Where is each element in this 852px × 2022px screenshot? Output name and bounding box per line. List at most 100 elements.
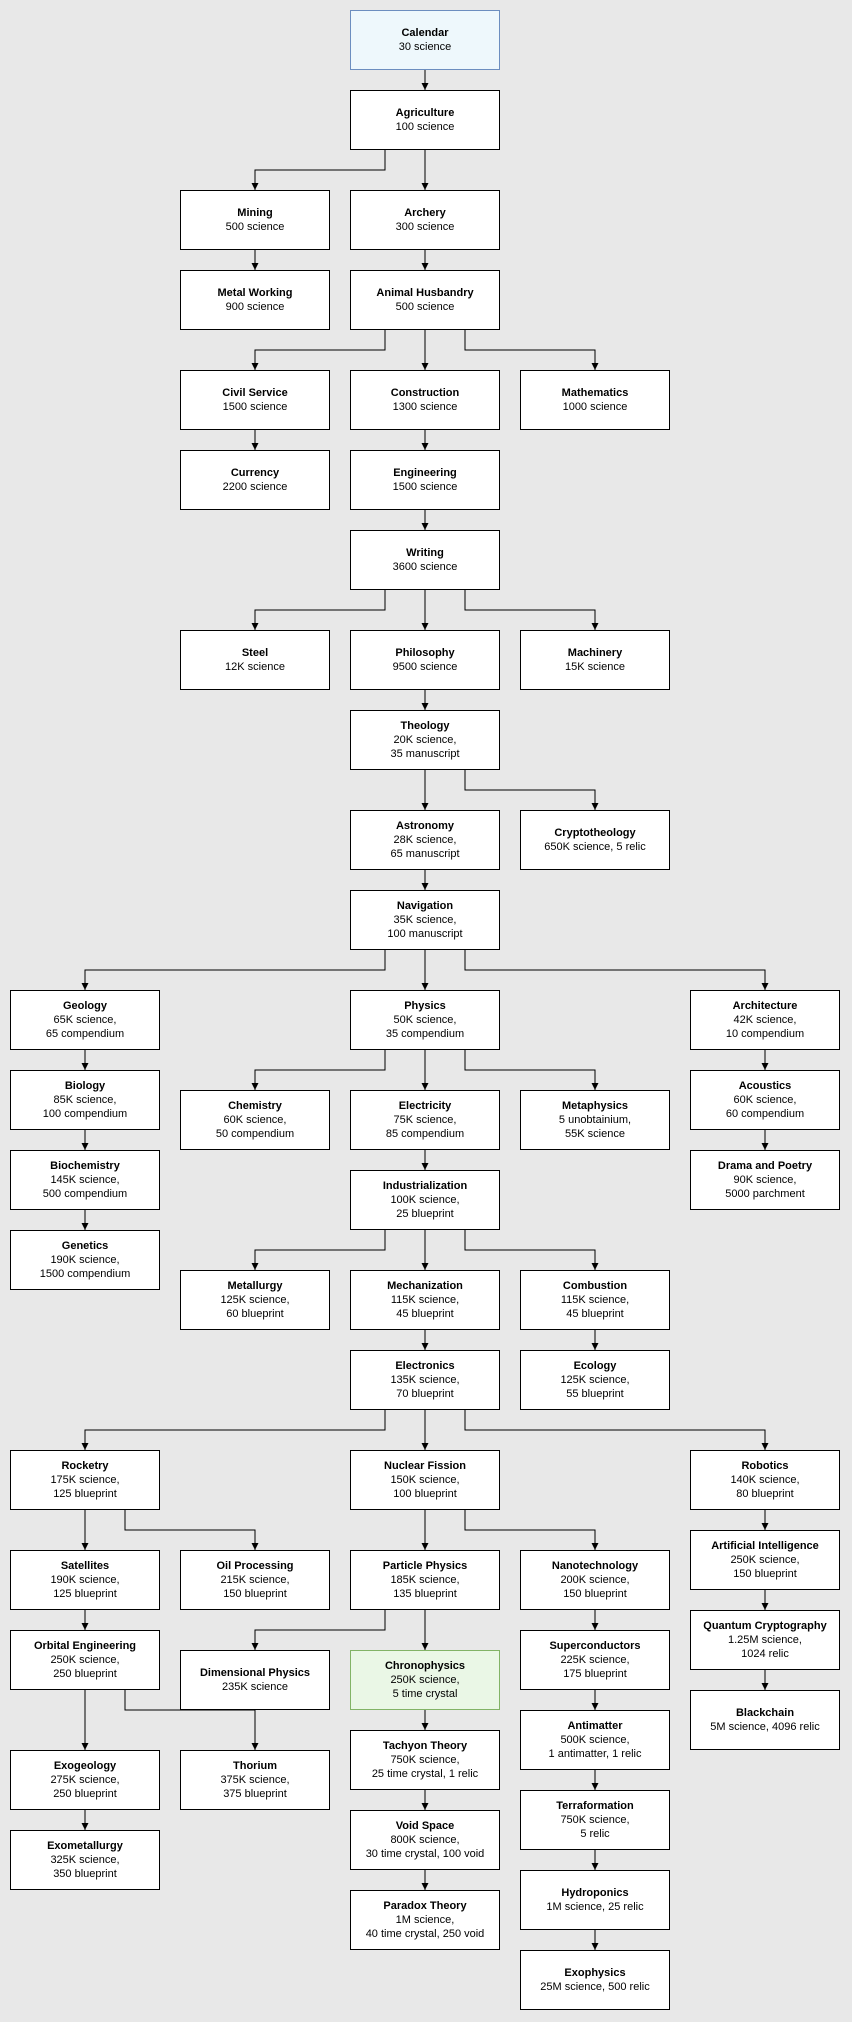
tech-cost: 115K science, [390,1294,460,1306]
tech-name: Ecology [573,1360,617,1372]
tech-cost: 135 blueprint [393,1588,457,1600]
tech-cost: 135K science, [390,1374,460,1386]
tech-cost: 25M science, 500 relic [540,1981,650,1993]
tech-name: Satellites [60,1560,110,1572]
edge-animal-husbandry-to-civil-service [251,330,386,370]
tech-cost: 215K science, [220,1574,290,1586]
tech-cost: 1.25M science, [728,1634,802,1646]
edge-industrialization-to-combustion [464,1230,599,1270]
tech-cost: 45 blueprint [396,1308,454,1320]
tech-cost: 750K science, [560,1814,630,1826]
tech-name: Civil Service [222,387,288,399]
tech-cost: 35K science, [393,914,457,926]
edge-rocketry-to-oil-processing [124,1510,259,1550]
tech-cost: 12K science [225,661,285,673]
edge-agriculture-to-mining [251,150,386,190]
tech-name: Rocketry [61,1460,109,1472]
tech-cost: 1M science, 25 relic [546,1901,644,1913]
tech-name: Cryptotheology [554,827,636,839]
tech-name: Exometallurgy [47,1840,123,1852]
tech-name: Metal Working [217,287,293,299]
edge-electronics-to-rocketry [81,1410,386,1450]
edge-navigation-to-architecture [464,950,769,990]
tech-node-metal-working[interactable]: Metal Working 900 science [180,270,330,330]
tech-name: Philosophy [395,647,455,659]
tech-cost: 125K science, [560,1374,630,1386]
tech-name: Orbital Engineering [33,1640,137,1652]
tech-cost: 350 blueprint [53,1868,117,1880]
tech-cost: 275K science, [50,1774,120,1786]
tech-cost: 70 blueprint [396,1388,454,1400]
tech-cost: 100 science [395,121,455,133]
tech-name: Writing [406,547,444,559]
tech-cost: 125K science, [220,1294,290,1306]
edge-writing-to-steel [251,590,386,630]
tech-cost: 250 blueprint [53,1668,117,1680]
tech-cost: 60K science, [223,1114,287,1126]
tech-cost: 900 science [225,301,285,313]
tech-name: Artificial Intelligence [711,1540,819,1552]
tech-cost: 800K science, [390,1834,460,1846]
